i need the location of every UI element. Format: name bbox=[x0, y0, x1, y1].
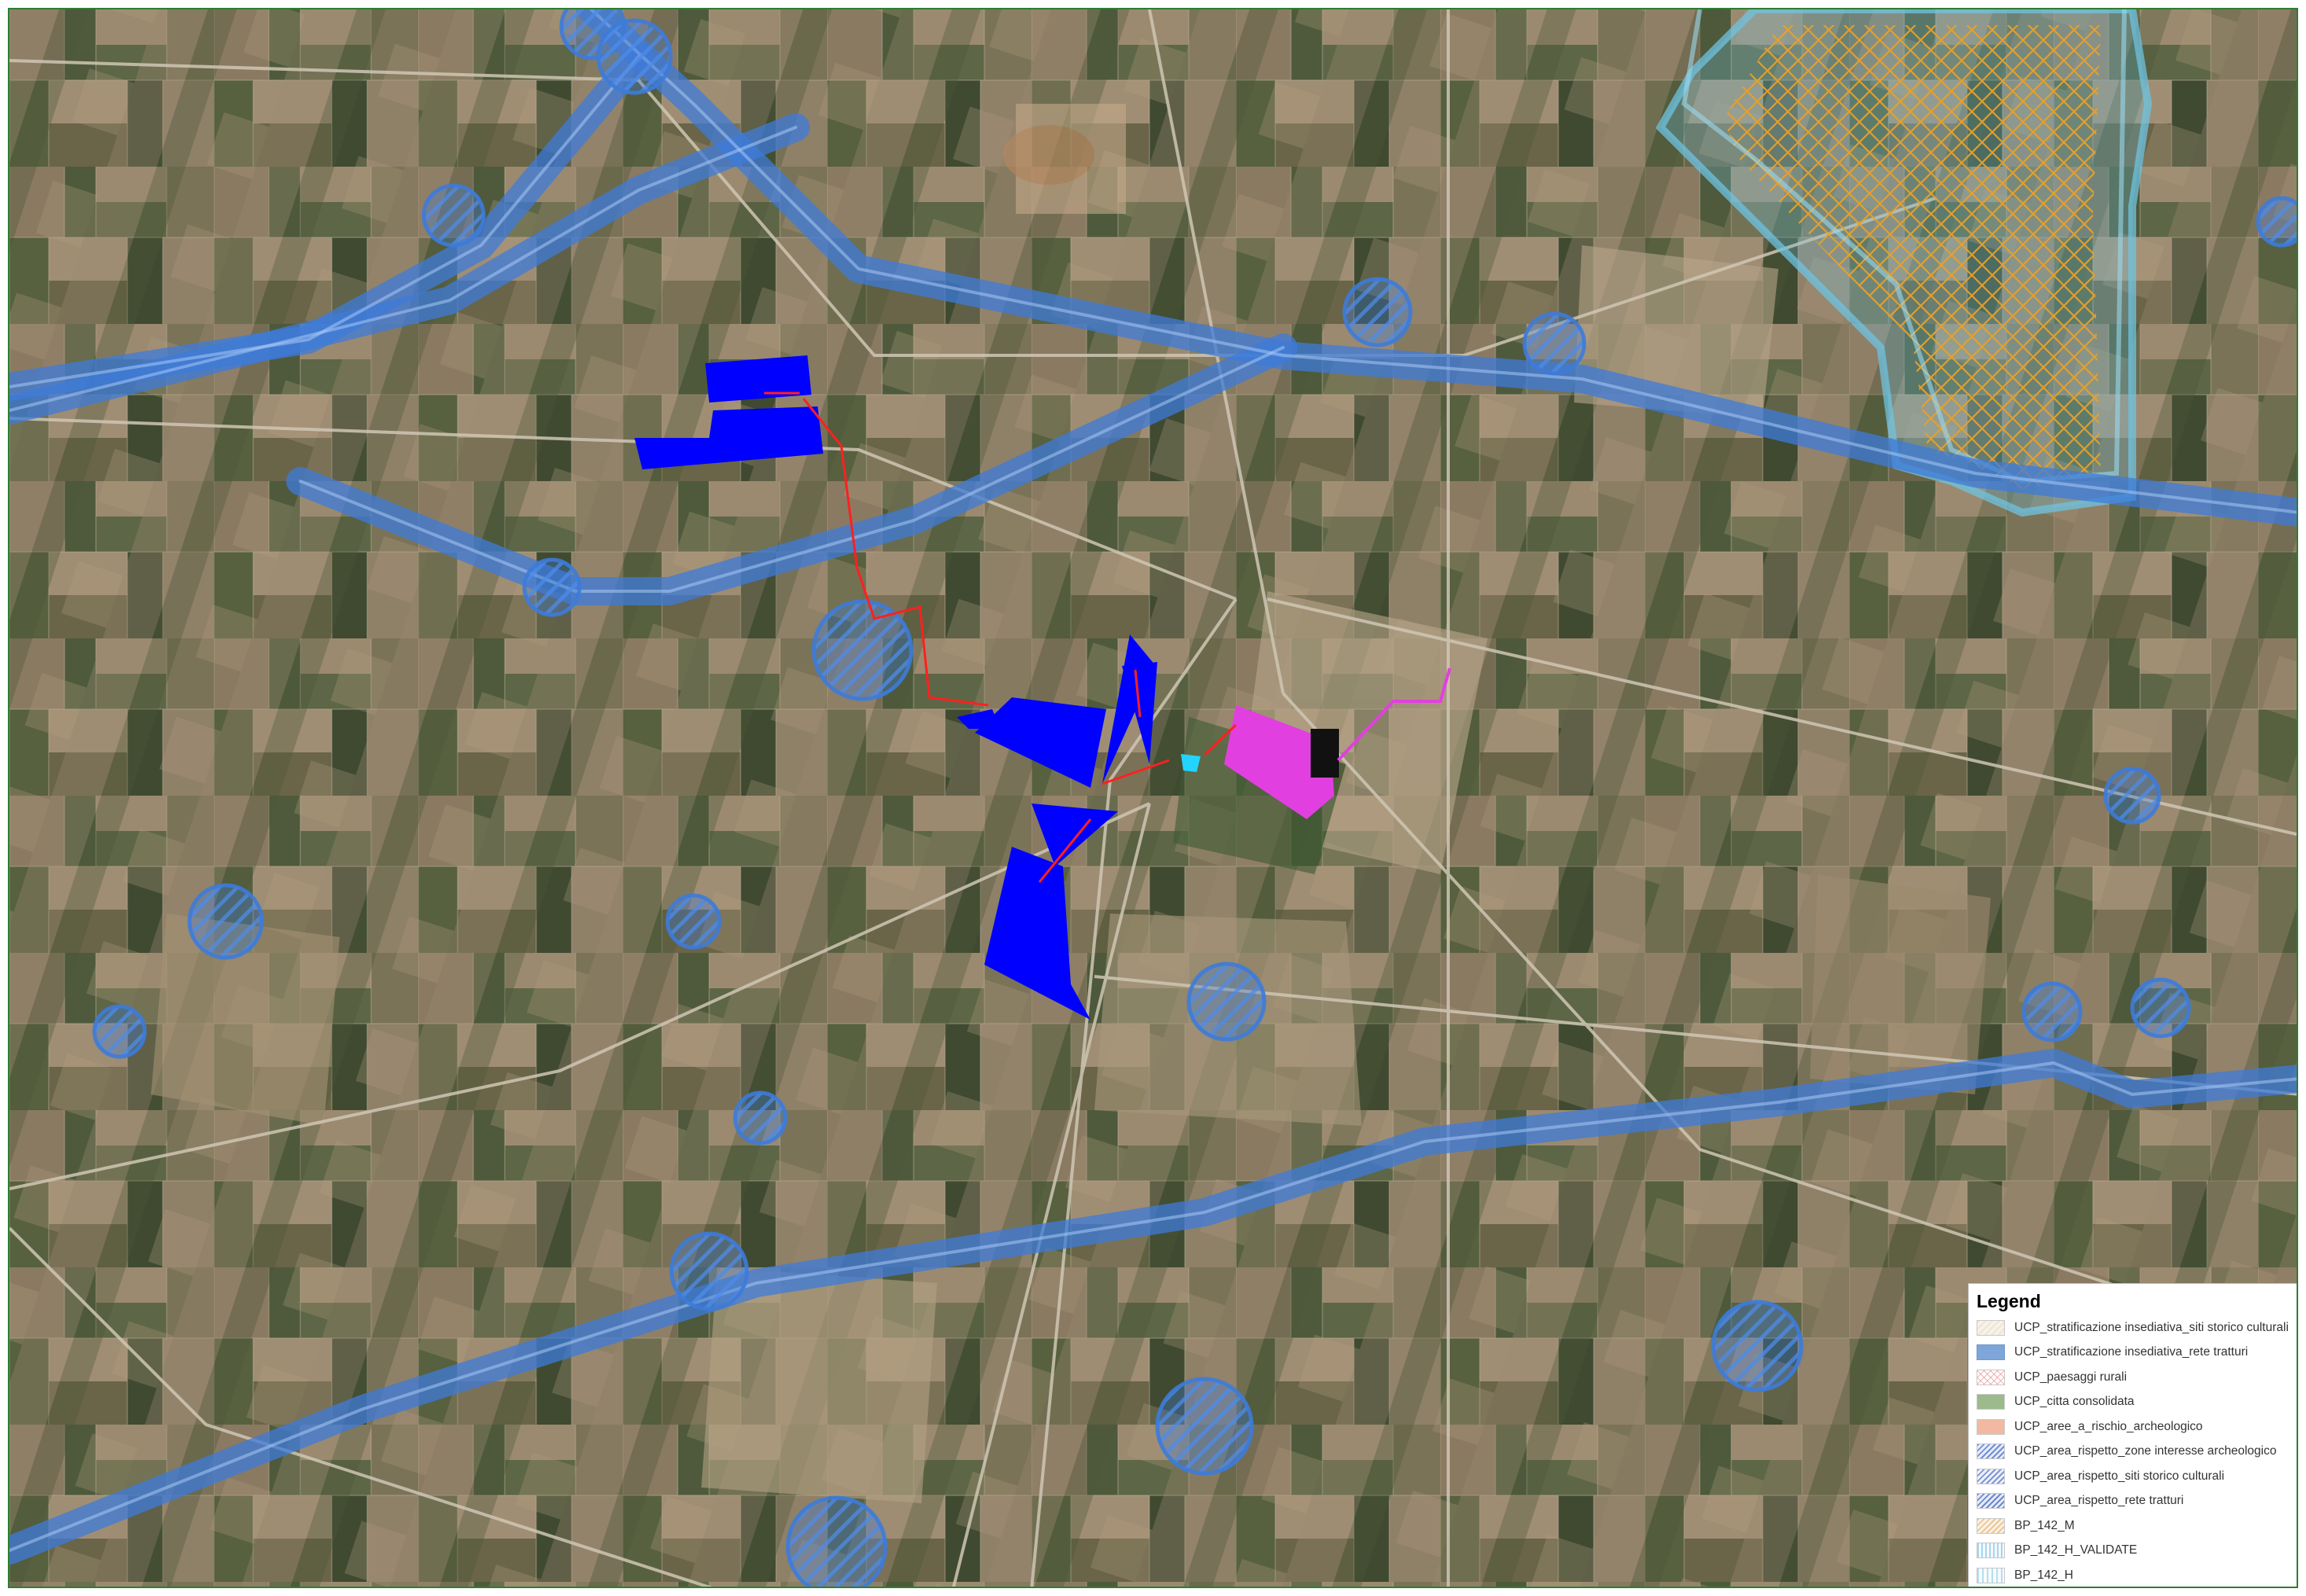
legend-item: BP_142_H bbox=[1977, 1563, 2296, 1587]
legend-swatch bbox=[1977, 1319, 2005, 1336]
substation-area bbox=[1181, 705, 1339, 819]
project-areas bbox=[634, 355, 1157, 1020]
legend-item: BP_136 bbox=[1977, 1588, 2296, 1589]
legend-swatch bbox=[1977, 1344, 2005, 1361]
legend-swatch bbox=[1977, 1493, 2005, 1510]
legend-label: UCP_area_rispetto_zone interesse archeol… bbox=[2014, 1444, 2277, 1458]
legend: Legend UCP_stratificazione insediativa_s… bbox=[1968, 1283, 2297, 1589]
legend-label: BP_142_H bbox=[2014, 1568, 2073, 1582]
project-area-small bbox=[957, 709, 1000, 729]
project-area-north-1 bbox=[705, 355, 811, 403]
legend-swatch bbox=[1977, 1517, 2005, 1534]
legend-item: BP_142_H_VALIDATE bbox=[1977, 1539, 2296, 1564]
legend-swatch bbox=[1977, 1443, 2005, 1460]
legend-item: UCP_area_rispetto_rete tratturi bbox=[1977, 1489, 2296, 1514]
legend-swatch bbox=[1977, 1418, 2005, 1435]
bp-142-h-area bbox=[1655, 9, 2153, 517]
legend-item: UCP_stratificazione insediativa_siti sto… bbox=[1977, 1315, 2296, 1340]
roads bbox=[9, 9, 2297, 1587]
cable-routes bbox=[764, 392, 1451, 883]
legend-item: UCP_citta consolidata bbox=[1977, 1390, 2296, 1415]
project-area-south bbox=[984, 847, 1090, 1020]
tratturi-buffers bbox=[9, 9, 2297, 1565]
legend-item: UCP_paesaggi rurali bbox=[1977, 1365, 2296, 1390]
legend-items: UCP_stratificazione insediativa_siti sto… bbox=[1977, 1315, 2296, 1589]
project-area-center-4 bbox=[1032, 804, 1118, 866]
legend-label: UCP_paesaggi rurali bbox=[2014, 1370, 2128, 1384]
legend-swatch bbox=[1977, 1567, 2005, 1583]
legend-swatch bbox=[1977, 1468, 2005, 1484]
legend-label: UCP_aree_a_rischio_archeologico bbox=[2014, 1419, 2203, 1433]
legend-label: UCP_stratificazione insediativa_siti sto… bbox=[2014, 1320, 2289, 1334]
legend-label: UCP_area_rispetto_rete tratturi bbox=[2014, 1494, 2184, 1508]
project-area-center-1 bbox=[975, 697, 1106, 788]
legend-label: UCP_citta consolidata bbox=[2014, 1395, 2135, 1409]
siti-rispetto-buffers bbox=[92, 9, 2297, 1587]
legend-item: UCP_aree_a_rischio_archeologico bbox=[1977, 1414, 2296, 1440]
map-canvas[interactable] bbox=[9, 9, 2298, 1588]
legend-swatch bbox=[1977, 1394, 2005, 1410]
legend-swatch bbox=[1977, 1543, 2005, 1559]
legend-label: BP_142_M bbox=[2014, 1518, 2075, 1532]
legend-label: BP_142_H_VALIDATE bbox=[2014, 1543, 2138, 1557]
legend-item: UCP_area_rispetto_siti storico culturali bbox=[1977, 1464, 2296, 1489]
legend-title: Legend bbox=[1977, 1291, 2041, 1311]
project-area-north-2 bbox=[634, 406, 823, 469]
legend-item: UCP_stratificazione insediativa_rete tra… bbox=[1977, 1340, 2296, 1366]
legend-item: UCP_area_rispetto_zone interesse archeol… bbox=[1977, 1440, 2296, 1465]
legend-label: UCP_stratificazione insediativa_rete tra… bbox=[2014, 1345, 2249, 1359]
map-view[interactable]: Legend UCP_stratificazione insediativa_s… bbox=[8, 8, 2298, 1588]
legend-item: BP_142_M bbox=[1977, 1513, 2296, 1539]
legend-label: UCP_area_rispetto_siti storico culturali bbox=[2014, 1469, 2225, 1483]
legend-swatch bbox=[1977, 1369, 2005, 1385]
substation-marker bbox=[1181, 754, 1201, 772]
